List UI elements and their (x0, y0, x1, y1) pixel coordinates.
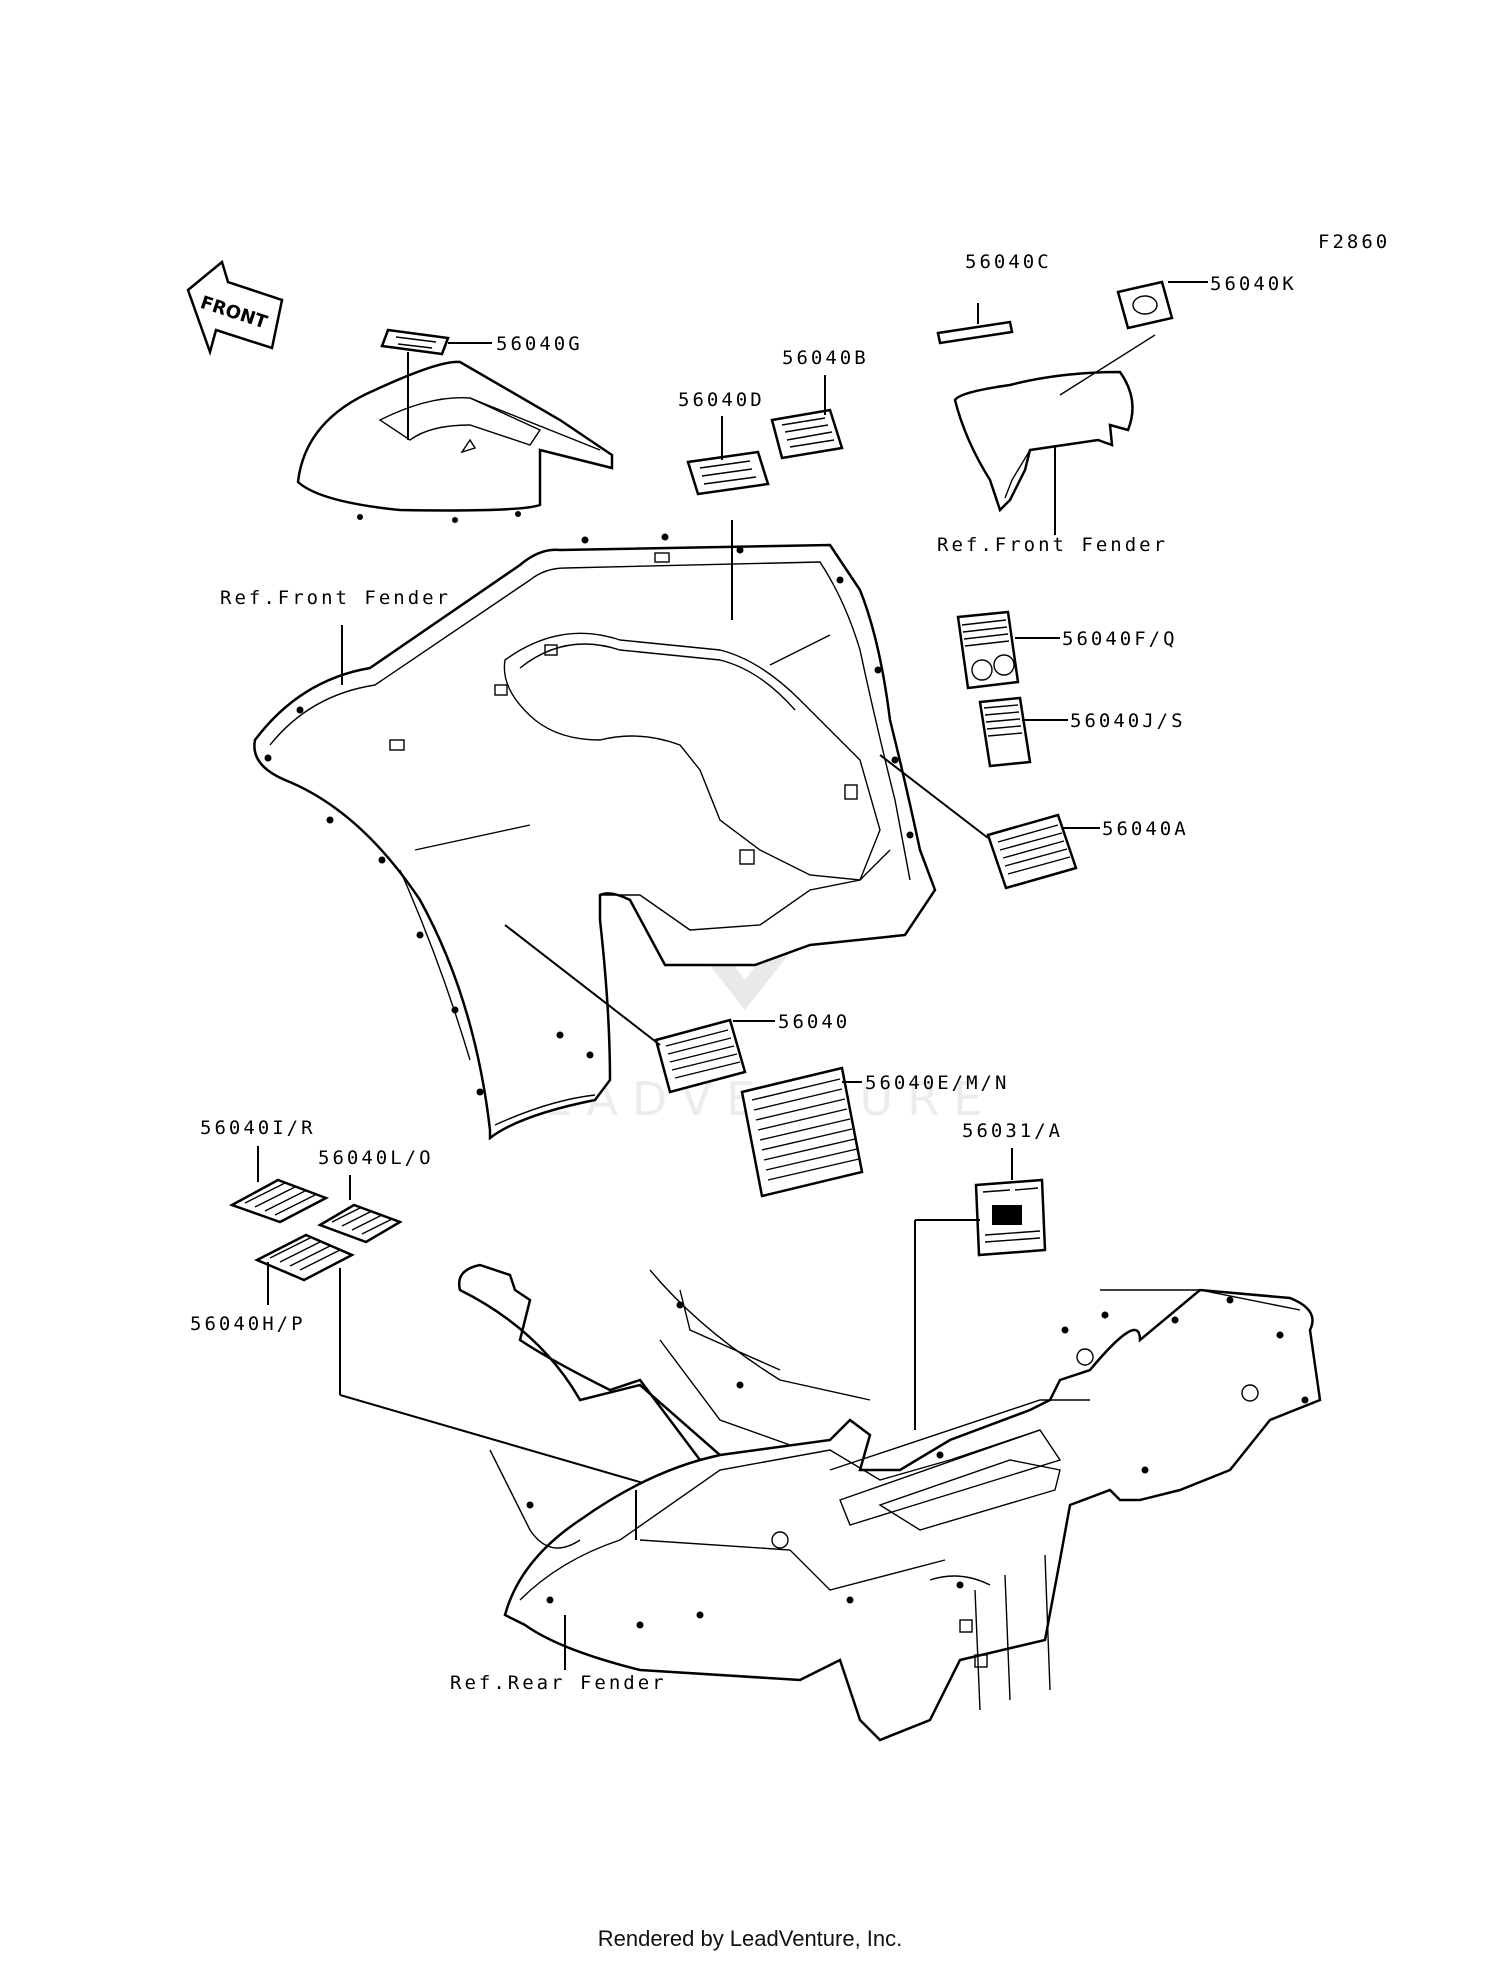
callout-56040JS: 56040J/S (1070, 710, 1186, 732)
label-56031A: 56031/A (914, 1120, 1063, 1430)
top-cover-part (296, 360, 614, 523)
ref-front-fender-left: Ref.Front Fender (220, 587, 451, 609)
callout-56040FQ: 56040F/Q (1062, 628, 1178, 650)
callout-56040: 56040 (778, 1011, 850, 1033)
decal-56040K: 56040K (1116, 273, 1297, 330)
decal-56040LO: 56040L/O (317, 1147, 434, 1244)
callout-56040D: 56040D (678, 389, 765, 411)
ref-front-fender-right: Ref.Front Fender (937, 534, 1168, 556)
decal-56040HP: 56040H/P (190, 1233, 651, 1486)
callout-56040EMN: 56040E/M/N (865, 1072, 1009, 1094)
callout-56040IR: 56040I/R (200, 1117, 316, 1139)
callout-56040K: 56040K (1210, 273, 1297, 295)
decal-56040G: 56040G (380, 328, 583, 440)
front-fender-detail-part (953, 334, 1156, 513)
front-direction-arrow: FRONT (186, 259, 284, 357)
decal-56040JS: 56040J/S (978, 696, 1186, 768)
ref-rear-fender: Ref.Rear Fender (450, 1672, 667, 1694)
callout-56040A: 56040A (1102, 818, 1189, 840)
decal-56040FQ: 56040F/Q (956, 610, 1178, 690)
front-fender-body (253, 533, 937, 1141)
decal-56040IR: 56040I/R (200, 1117, 330, 1224)
footer-credit: Rendered by LeadVenture, Inc. (597, 1926, 903, 1951)
rear-fender-body (457, 1263, 1322, 1742)
decal-56040C: 56040C (936, 251, 1052, 345)
callout-56040LO: 56040L/O (318, 1147, 434, 1169)
decal-56040B: 56040B (770, 347, 869, 460)
decal-56040EMN: 56040E/M/N (740, 1066, 1009, 1198)
callout-56031A: 56031/A (962, 1120, 1063, 1142)
decal-56040A: 56040A (879, 754, 1189, 890)
diagram-code: F2860 (1318, 231, 1390, 253)
decal-56040: 56040 (504, 924, 850, 1094)
callout-56040G: 56040G (496, 333, 583, 355)
callout-56040C: 56040C (965, 251, 1052, 273)
callout-56040B: 56040B (782, 347, 869, 369)
decal-56040D: 56040D (678, 389, 770, 620)
callout-56040HP: 56040H/P (190, 1313, 306, 1335)
